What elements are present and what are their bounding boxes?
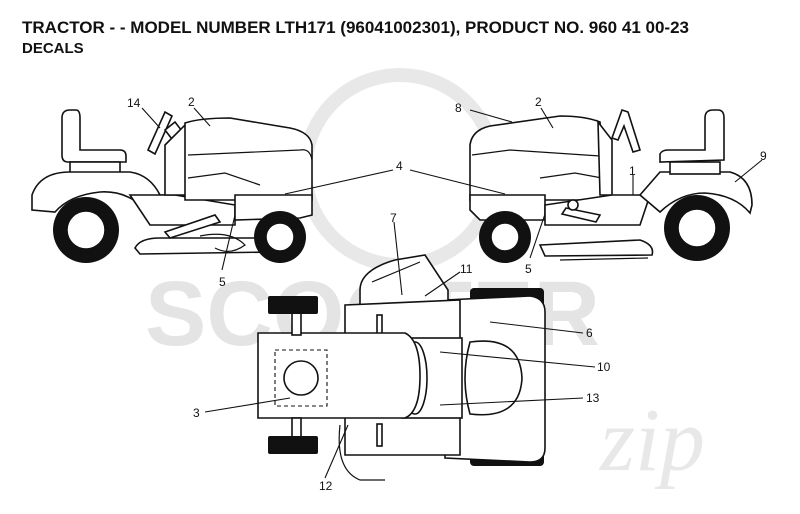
- tractor-right-side-view: [469, 108, 753, 263]
- callout-10: 10: [597, 360, 611, 374]
- leader-lines: [141, 107, 763, 479]
- callout-2-right: 2: [535, 95, 542, 109]
- callout-12: 12: [319, 479, 333, 493]
- callout-7: 7: [390, 211, 397, 225]
- tractor-left-side-view: [31, 109, 313, 263]
- page-subtitle: DECALS: [22, 40, 84, 57]
- callout-9: 9: [760, 149, 767, 163]
- callout-5-left: 5: [219, 275, 226, 289]
- callout-3: 3: [193, 406, 200, 420]
- callout-6: 6: [586, 326, 593, 340]
- page-title: TRACTOR - - MODEL NUMBER LTH171 (9604100…: [22, 18, 689, 37]
- callout-8: 8: [455, 101, 462, 115]
- callout-4: 4: [396, 159, 403, 173]
- callout-5-right: 5: [525, 262, 532, 276]
- callout-13: 13: [586, 391, 600, 405]
- callout-2-left: 2: [188, 95, 195, 109]
- callout-14: 14: [127, 96, 141, 110]
- callout-1: 1: [629, 164, 636, 178]
- callout-11: 11: [460, 262, 473, 276]
- callout-numbers: 14 2 4 5 8 2 1 9 5 7 11 6 10 13 3 12: [127, 95, 767, 493]
- watermark-script: zip: [598, 391, 705, 490]
